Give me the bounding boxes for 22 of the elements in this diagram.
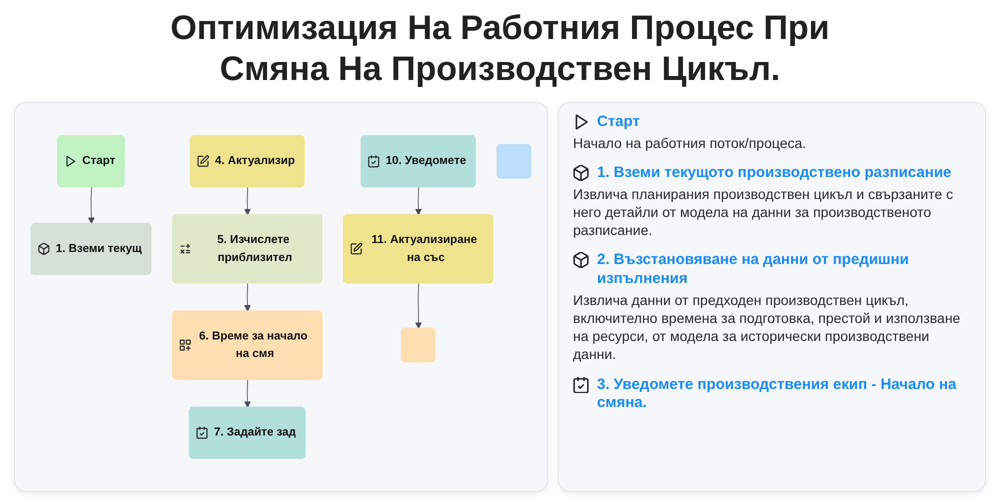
step-label: 7. Задайте зад: [214, 426, 296, 439]
arrow: [415, 283, 422, 329]
title: Оптимизация На Работния Процес При Смяна На Производствен Цикъл.: [169, 8, 831, 90]
step-label: Старт: [82, 153, 116, 170]
arrow: [244, 379, 251, 408]
section-heading: Старт: [597, 113, 640, 132]
section-heading: 2. Възстановяване на данни от предишни изпълнения: [597, 251, 910, 289]
description-text: Извлича данни от предходен производствен цикъл, включително времена за подготовка, престой и използване на ресурси, от модела за исторически производствени данни.: [573, 290, 962, 364]
arrow: [88, 186, 95, 224]
description-text: Извлича планирания производствен цикъл и свързаните с него детайли от модела на данни за производственото разписание.: [573, 184, 954, 240]
arrow: [244, 186, 251, 216]
step-label: 4. Актуализир: [214, 154, 295, 168]
arrow: [415, 186, 422, 216]
section-heading: 1. Вземи текущото производствено разписание: [597, 164, 952, 183]
section-heading: 3. Уведомете производствения екип - Начало на смяна.: [597, 376, 958, 413]
step-label: 5. Изчислете приблизител: [217, 233, 293, 264]
step-label: 11. Актуализиране на със: [372, 233, 478, 264]
description-text: Начало на работния поток/процеса.: [573, 134, 808, 152]
step-label: 10. Уведомете: [386, 154, 466, 168]
step-label: 1. Вземи текущ: [56, 242, 142, 255]
arrow: [244, 283, 251, 312]
step-label: 6. Време за начало на смя: [199, 329, 309, 360]
